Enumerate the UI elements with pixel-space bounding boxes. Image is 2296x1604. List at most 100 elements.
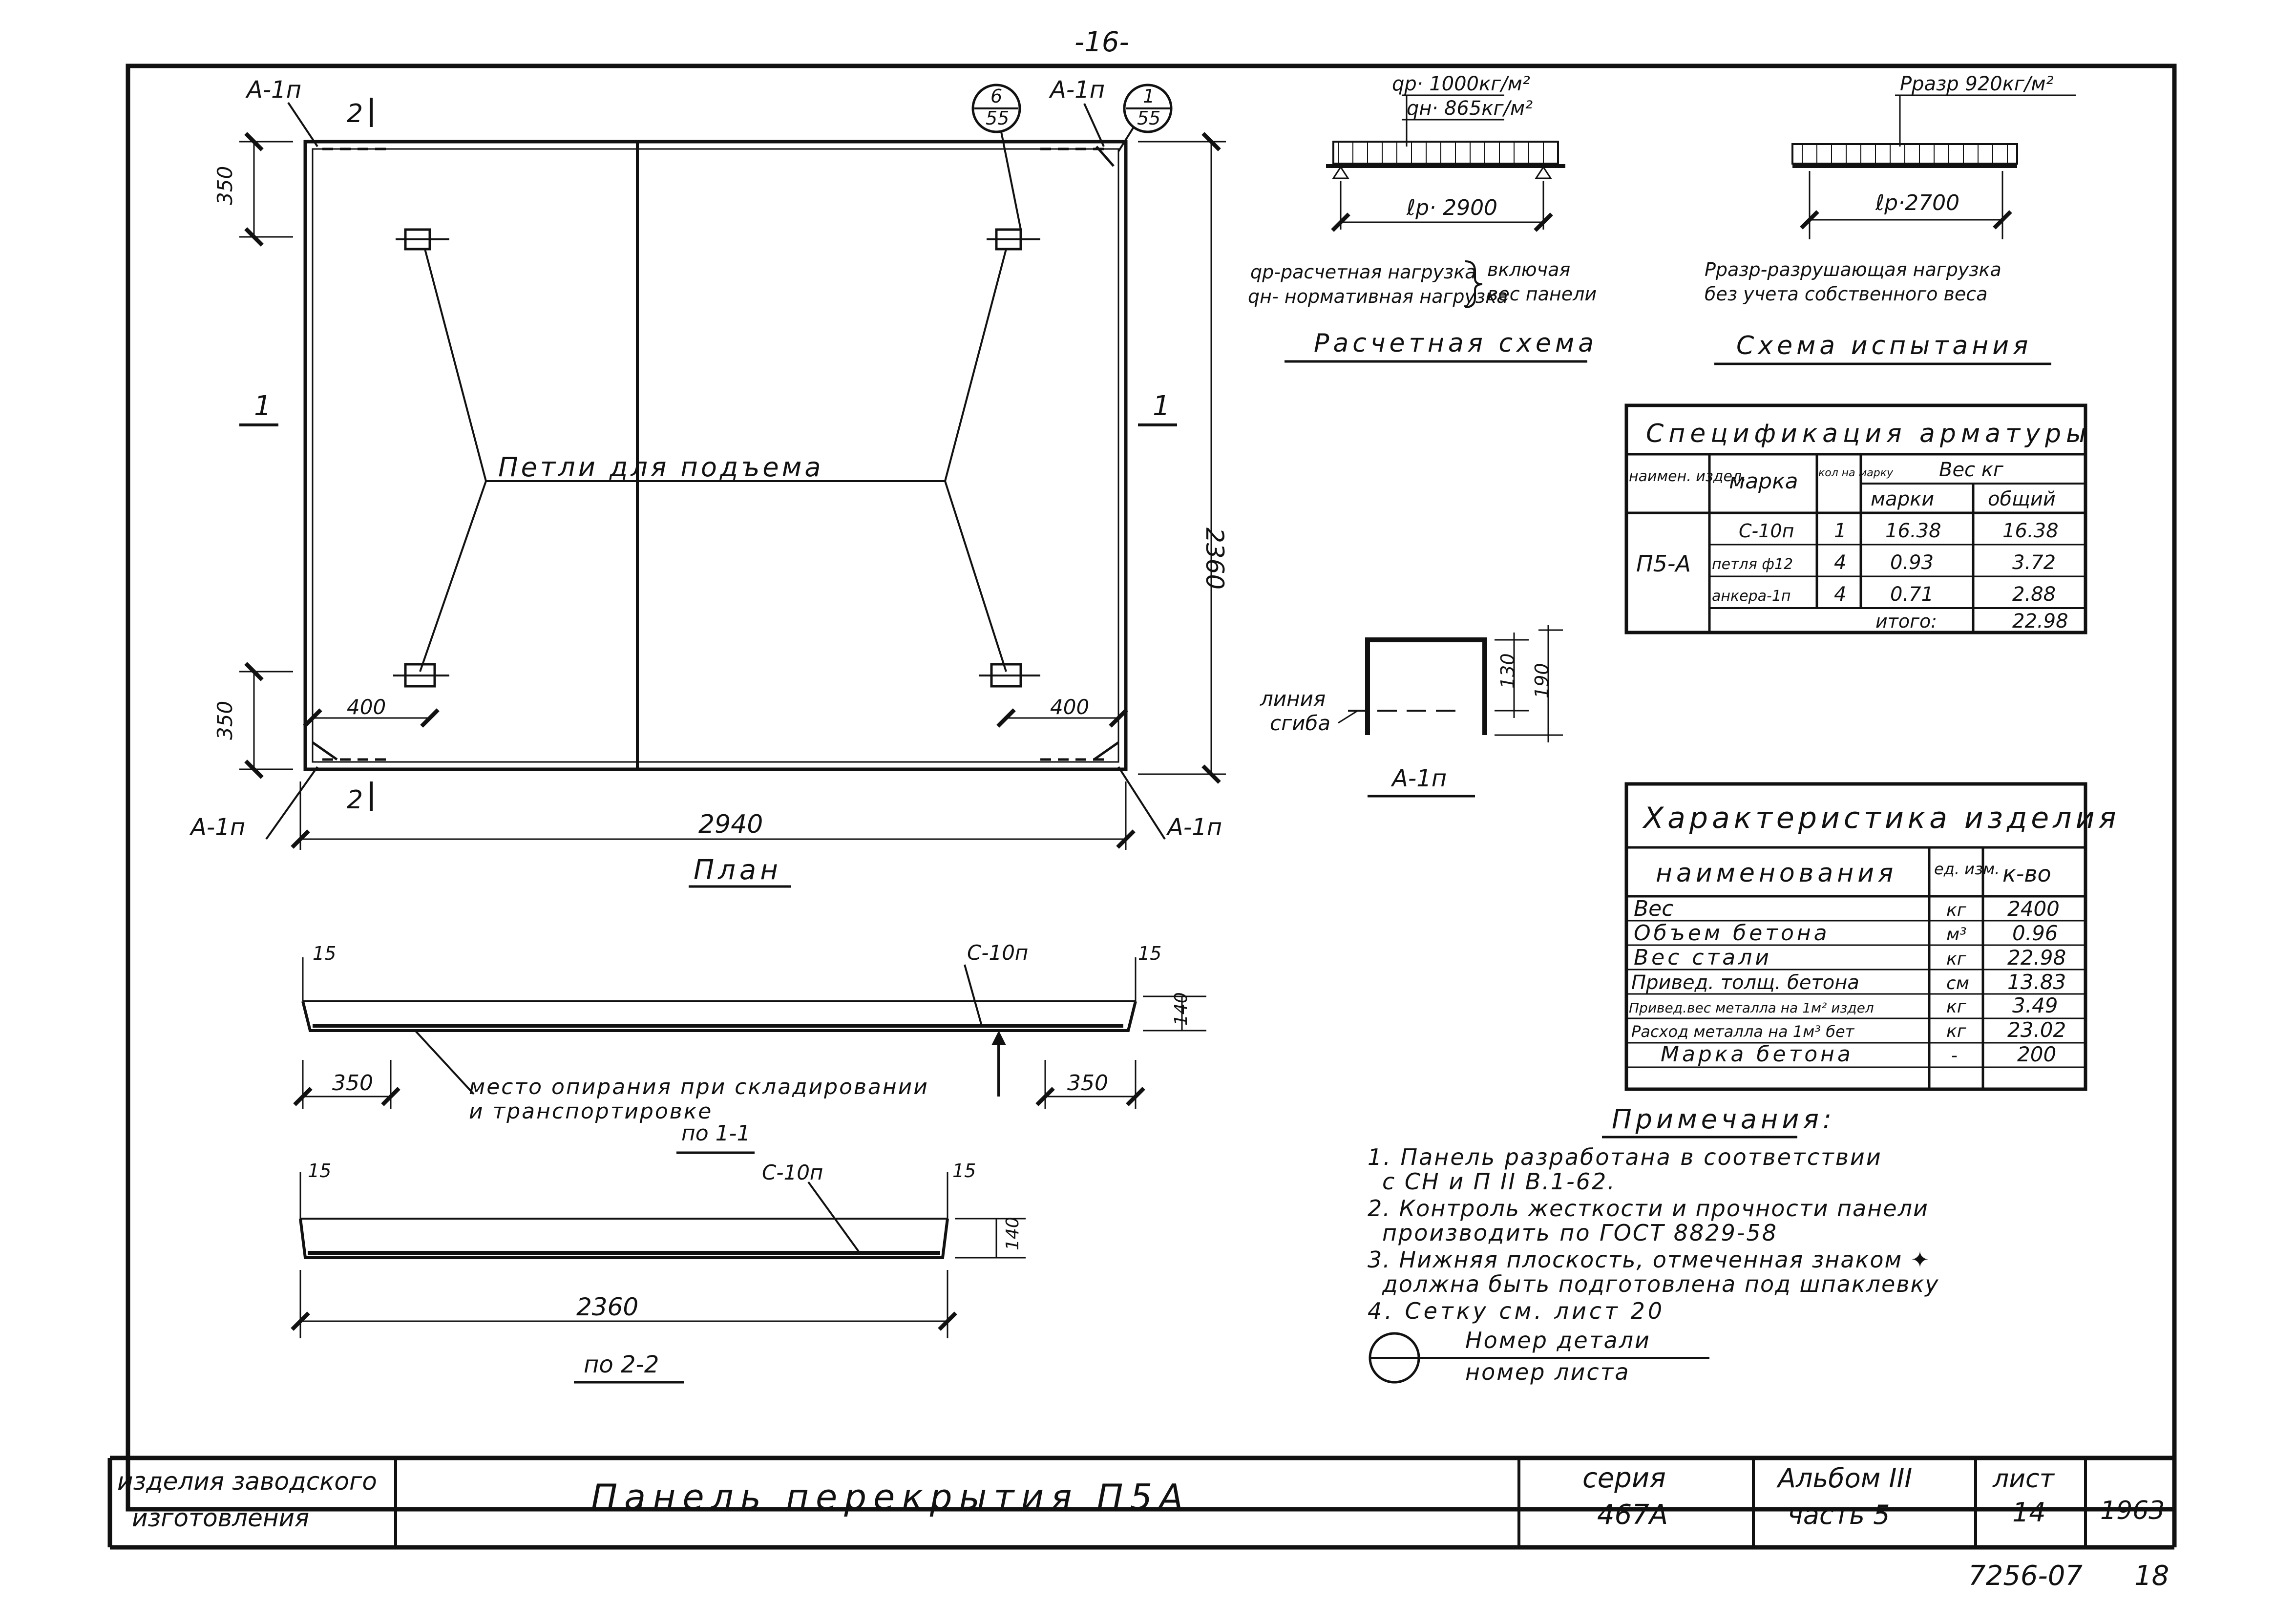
- loops-label: Петли для подъема: [498, 452, 823, 483]
- dim-400: 400: [347, 695, 386, 719]
- album-label: Альбом III: [1776, 1463, 1912, 1494]
- char-row-unit: кг: [1946, 900, 1967, 920]
- calc-note-2: qн- нормативная нагрузка: [1248, 286, 1508, 307]
- anchor-label: А-1п: [1166, 814, 1222, 841]
- char-row-name: Вес стали: [1634, 945, 1772, 970]
- calc-note-brace-1: включая: [1487, 259, 1570, 280]
- mesh-label: С-10п: [967, 941, 1028, 965]
- lifting-loop: [396, 228, 449, 251]
- dim-350: 350: [332, 1071, 373, 1096]
- spec-head-mark: марка: [1729, 469, 1798, 494]
- note-line: 3. Нижняя плоскость, отмеченная знаком ✦: [1368, 1246, 1930, 1273]
- note-line: 2. Контроль жесткости и прочности панели: [1368, 1195, 1929, 1222]
- legend-detail-number: Номер детали: [1465, 1327, 1651, 1353]
- normative-load: qн· 865кг/м²: [1407, 97, 1533, 120]
- lifting-loop: [987, 228, 1040, 251]
- spec-per: 0.93: [1890, 551, 1934, 574]
- notes: Примечания: 1. Панель разработана в соот…: [1368, 1104, 1939, 1385]
- dim-190: 190: [1531, 663, 1553, 698]
- char-row-name: Вес: [1634, 896, 1673, 921]
- spec-sum-label: итого:: [1875, 611, 1937, 632]
- svg-text:1: 1: [1143, 85, 1155, 107]
- note-line: должна быть подготовлена под шпаклевку: [1382, 1271, 1939, 1297]
- section-mark-2: 2: [347, 785, 363, 815]
- sheet-label: лист: [1992, 1464, 2055, 1494]
- title-block-org-1: изделия заводского: [117, 1467, 377, 1496]
- spec-per: 16.38: [1885, 520, 1941, 542]
- calc-note-brace-2: вес панели: [1487, 283, 1597, 305]
- plan-title: План: [694, 854, 782, 886]
- bend-line-label: сгиба: [1270, 711, 1330, 735]
- test-note-1: Рразр-разрушающая нагрузка: [1705, 259, 2001, 280]
- dim-350: 350: [1067, 1071, 1108, 1096]
- test-span: ℓр·2700: [1875, 190, 1959, 215]
- svg-text:55: 55: [1137, 107, 1160, 129]
- char-head-qty: к-во: [2002, 861, 2051, 887]
- sheet-number: 14: [2012, 1497, 2046, 1528]
- spec-head-per-mark: марки: [1871, 488, 1934, 510]
- spec-qty: 1: [1834, 520, 1846, 542]
- detail-callout-legend: Номер детали номер листа: [1369, 1327, 1709, 1385]
- bend-line-label: линия: [1260, 687, 1326, 711]
- section-mark-1: 1: [1153, 390, 1170, 422]
- char-row-unit: см: [1946, 973, 1969, 993]
- char-row-value: 2400: [2007, 897, 2060, 921]
- char-row-unit: кг: [1946, 997, 1967, 1017]
- dim-2940: 2940: [698, 810, 763, 839]
- design-load: qр· 1000кг/м²: [1392, 73, 1530, 95]
- note-line: 1. Панель разработана в соответствии: [1368, 1144, 1882, 1170]
- svg-text:55: 55: [986, 107, 1009, 129]
- anchor-label: А-1п: [245, 76, 301, 104]
- anchor-detail-title: А-1п: [1390, 765, 1447, 792]
- section-1-1-view: 15 15 С-10п 140 место опирания при склад…: [293, 941, 1206, 1154]
- support-note: и транспортировке: [469, 1099, 713, 1124]
- dim-2360: 2360: [1201, 528, 1229, 590]
- spec-mark: анкера-1п: [1712, 588, 1791, 605]
- spec-head-name: наимен. издел.: [1629, 468, 1747, 485]
- char-head-unit: ед. изм.: [1934, 860, 2000, 878]
- spec-qty: 4: [1834, 583, 1846, 606]
- char-row-value: 0.96: [2012, 921, 2058, 945]
- svg-text:6: 6: [990, 85, 1002, 107]
- page-number: -16-: [1074, 26, 1129, 58]
- spec-per: 0.71: [1890, 583, 1934, 606]
- char-row-name: Расход металла на 1м³ бет: [1631, 1022, 1855, 1041]
- char-row-value: 13.83: [2007, 970, 2066, 994]
- spec-qty: 4: [1834, 551, 1846, 574]
- archive-code: 7256-07: [1968, 1560, 2083, 1592]
- product-characteristics-table: Характеристика изделия наименования ед. …: [1624, 782, 2120, 1091]
- calc-scheme-title: Расчетная схема: [1314, 329, 1598, 358]
- dim-2360: 2360: [576, 1293, 638, 1321]
- dim-15: 15: [952, 1160, 976, 1182]
- dim-400: 400: [1050, 695, 1089, 719]
- spec-head-total: общий: [1988, 488, 2056, 510]
- part-label: часть 5: [1788, 1499, 1890, 1530]
- section-mark-2: 2: [347, 99, 363, 128]
- test-scheme: Рразр 920кг/м² ℓр·2700 Рразр-разрушающая…: [1705, 73, 2076, 365]
- rebar-spec-table: Спецификация арматуры наимен. издел. мар…: [1624, 403, 2087, 634]
- char-title: Характеристика изделия: [1642, 801, 2120, 835]
- spec-product: П5-А: [1636, 550, 1691, 577]
- lifting-loop: [979, 663, 1040, 688]
- mesh-label: С-10п: [762, 1161, 823, 1184]
- test-scheme-title: Схема испытания: [1736, 331, 2032, 360]
- char-row-value: 23.02: [2007, 1018, 2066, 1042]
- spec-head-qty: кол на марку: [1818, 467, 1894, 479]
- spec-mark: петля ф12: [1712, 556, 1793, 573]
- anchor-label: А-1п: [1049, 76, 1105, 104]
- note-line: с СН и П II В.1-62.: [1382, 1168, 1616, 1195]
- legend-sheet-number: номер листа: [1465, 1359, 1630, 1385]
- char-head-name: наименования: [1656, 859, 1897, 888]
- anchor-label: А-1п: [189, 814, 245, 841]
- calc-note-1: qр-расчетная нагрузка: [1250, 261, 1476, 283]
- spec-total: 2.88: [2012, 583, 2056, 606]
- anchor-detail: линия сгиба 130 190 А-1п: [1260, 625, 1563, 798]
- dim-130: 130: [1497, 653, 1518, 689]
- char-row-value: 200: [2017, 1042, 2056, 1066]
- section-mark-1: 1: [254, 390, 272, 422]
- char-row-name: Привед.вес металла на 1м² издел: [1629, 1000, 1874, 1016]
- note-line: производить по ГОСТ 8829-58: [1382, 1220, 1778, 1246]
- notes-title: Примечания:: [1612, 1104, 1835, 1135]
- archive-page: 18: [2134, 1560, 2169, 1592]
